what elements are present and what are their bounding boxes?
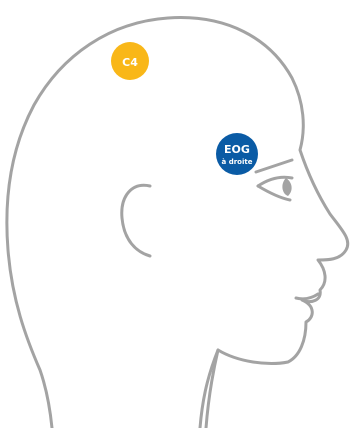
c4-label: C4 [122,56,138,69]
ear-outline [122,185,150,256]
eyebrow-line [256,160,292,172]
electrode-eog-marker: EOG à droite [216,133,258,175]
neck-back-line [206,350,218,428]
eog-label: EOG [224,143,250,156]
mouth-line [296,294,318,299]
head-outline [7,18,348,428]
eye-iris [282,178,291,196]
electrode-c4-marker: C4 [111,42,149,80]
eog-sublabel: à droite [222,158,253,166]
